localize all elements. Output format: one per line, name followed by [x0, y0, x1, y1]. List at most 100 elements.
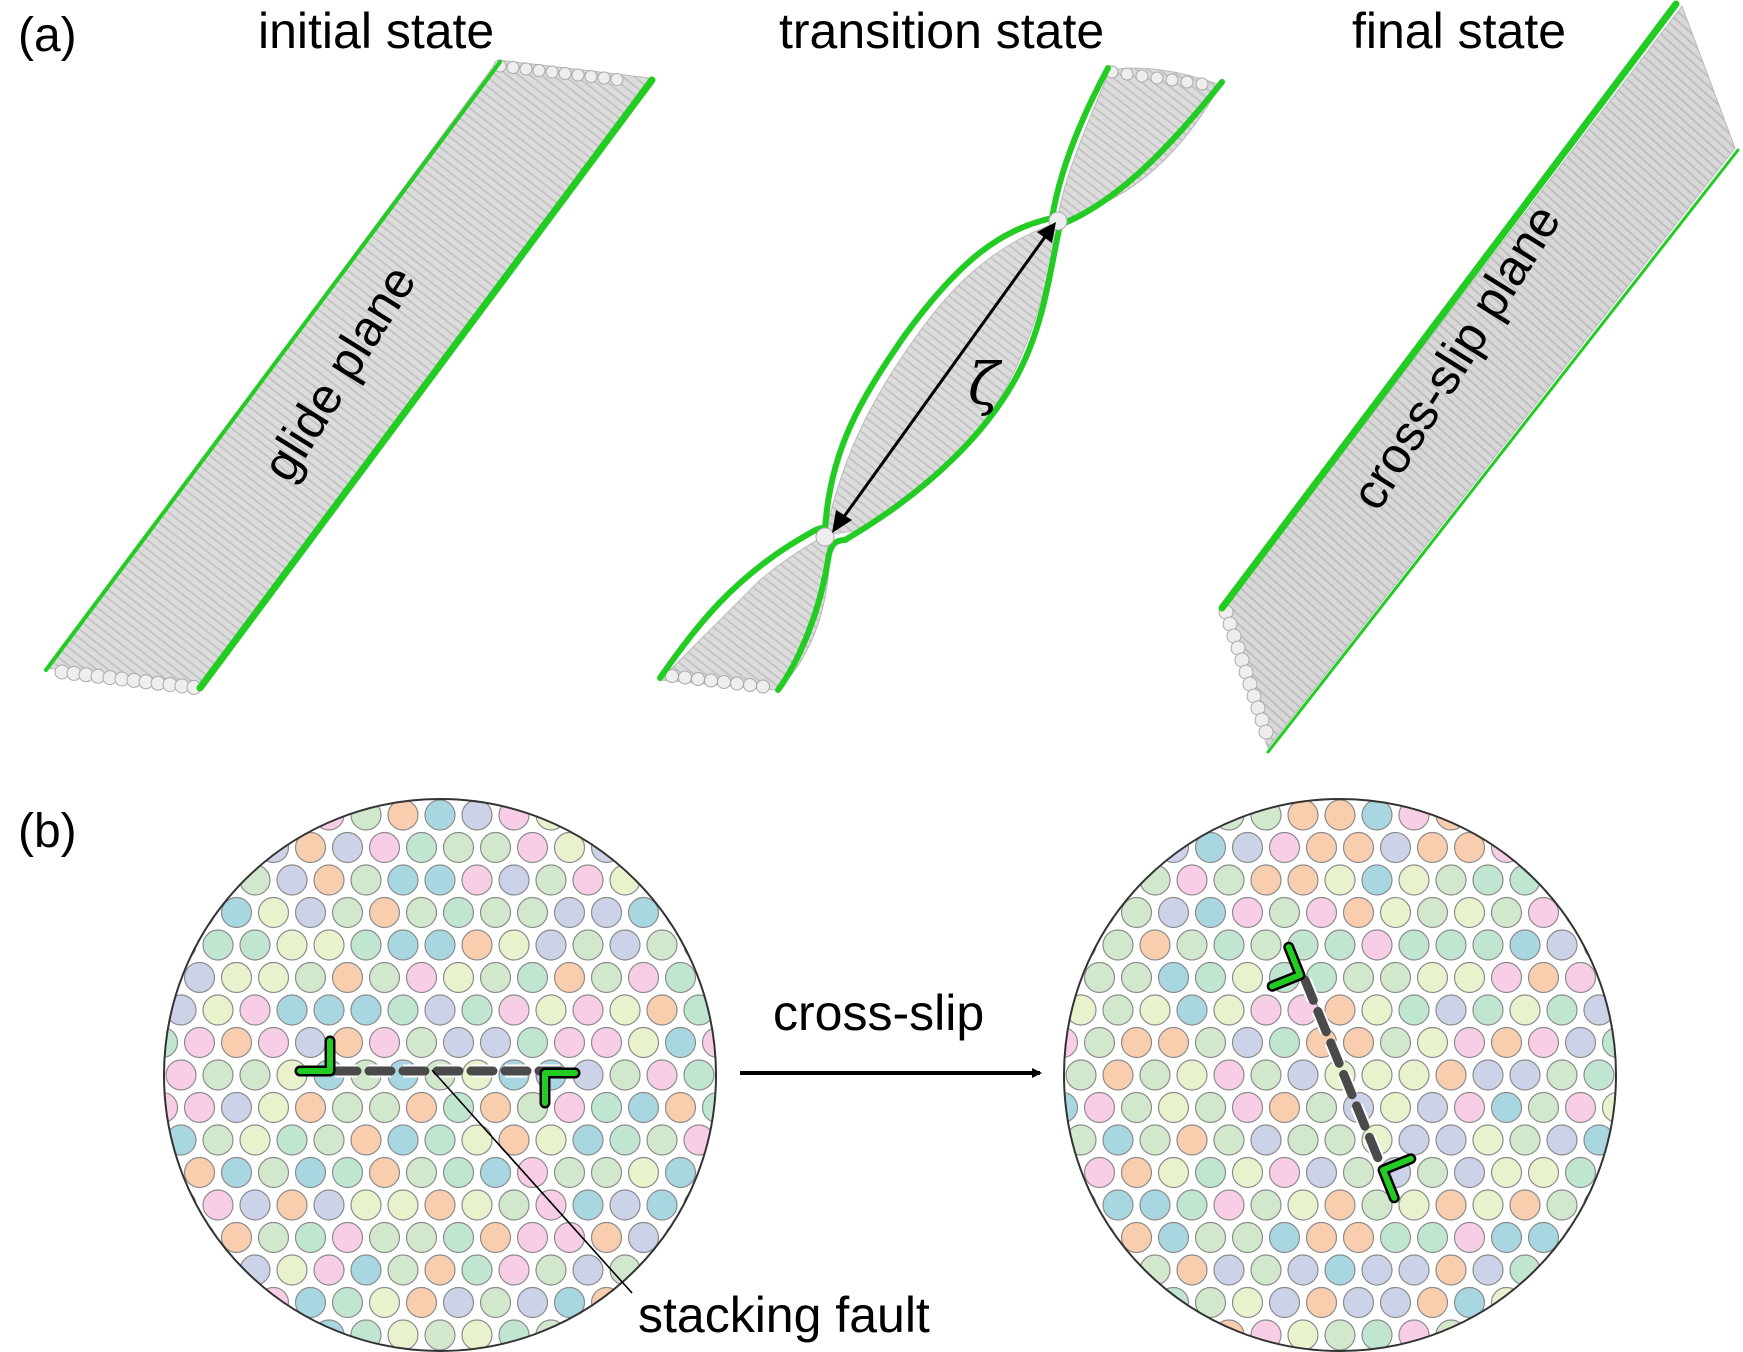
lattice-atom: [1102, 1254, 1134, 1286]
lattice-atom: [627, 1221, 660, 1254]
lattice-atom: [646, 929, 678, 961]
lattice-atom: [313, 1189, 345, 1221]
lattice-atom: [294, 1286, 327, 1319]
lattice-atom: [276, 1189, 308, 1221]
lattice-atom: [220, 1026, 253, 1059]
lattice-atom: [1398, 1059, 1430, 1091]
lattice-atom: [516, 896, 549, 929]
lattice-atom: [257, 1156, 290, 1189]
lattice-atom: [1287, 1189, 1319, 1221]
atom-end-cap: [1150, 71, 1164, 85]
lattice-atom: [1527, 1026, 1560, 1059]
lattice-atom: [1361, 864, 1393, 896]
lattice-atom: [1509, 929, 1541, 961]
lattice-atom: [1065, 1124, 1097, 1156]
lattice-atom: [609, 929, 641, 961]
lattice-atom: [1324, 1124, 1356, 1156]
lattice-atom: [1435, 1319, 1467, 1351]
lattice-atom: [1102, 1059, 1134, 1091]
lattice-atom: [1176, 1319, 1208, 1351]
lattice-atom: [498, 1319, 530, 1351]
lattice-atom: [1231, 961, 1264, 994]
lattice-atom: [572, 1124, 604, 1156]
lattice-atom: [424, 929, 456, 961]
lattice-atom: [1342, 896, 1375, 929]
lattice-atom: [664, 1156, 697, 1189]
lattice-atom: [1213, 1319, 1245, 1351]
lattice-atom: [387, 1124, 419, 1156]
cross-slip-arrow-label: cross-slip: [773, 985, 985, 1041]
lattice-atom: [1250, 1059, 1282, 1091]
lattice-atom: [183, 1091, 216, 1124]
constriction-length-arrow: [832, 222, 1056, 533]
lattice-atom: [1250, 1189, 1282, 1221]
lattice-atom: [387, 1319, 419, 1351]
lattice-atom: [202, 1189, 234, 1221]
atom-end-cap: [730, 676, 744, 691]
lattice-atom: [442, 831, 475, 864]
lattice-atom: [1120, 961, 1153, 994]
partial-dislocation-line: [44, 60, 502, 672]
lattice-atom: [1194, 961, 1227, 994]
lattice-atom: [239, 994, 271, 1026]
lattice-atom: [313, 1319, 345, 1351]
lattice-atom: [1231, 831, 1264, 864]
lattice-atom: [1398, 994, 1430, 1026]
lattice-atom: [1453, 1221, 1486, 1254]
lattice-atom: [1453, 1156, 1486, 1189]
lattice-atom: [609, 1059, 641, 1091]
lattice-atom: [1176, 1059, 1208, 1091]
lattice-atom: [164, 1091, 179, 1124]
lattice-atom: [183, 1026, 216, 1059]
lattice-atom: [1416, 1026, 1449, 1059]
partial-dislocation-line: [775, 79, 1225, 693]
lattice-atom: [1139, 1189, 1171, 1221]
lattice-atom: [1435, 1124, 1467, 1156]
lattice-atom: [664, 1026, 697, 1059]
final-state-title: final state: [1352, 3, 1567, 59]
lattice-atom: [368, 961, 401, 994]
lattice-atom: [1287, 1319, 1319, 1351]
lattice-atom: [572, 1254, 604, 1286]
symbol-core: [297, 1038, 333, 1074]
lattice-atom: [1435, 1189, 1467, 1221]
lattice-atom: [1268, 1026, 1301, 1059]
lattice-atom: [683, 994, 715, 1026]
lattice-atom: [1064, 961, 1079, 994]
lattice-atom: [257, 1026, 290, 1059]
lattice-atom: [405, 1026, 438, 1059]
lattice-atom: [1213, 864, 1245, 896]
lattice-atom: [1157, 896, 1190, 929]
lattice-atom: [1213, 1124, 1245, 1156]
lattice-atom: [627, 1091, 660, 1124]
lattice-atom: [479, 1026, 512, 1059]
atom-end-cap: [756, 679, 770, 694]
lattice-atom: [701, 961, 716, 994]
lattice-atom: [1194, 1286, 1227, 1319]
lattice-atom: [1065, 1059, 1097, 1091]
atom-end-cap: [691, 672, 705, 686]
lattice-atom: [627, 896, 660, 929]
lattice-atom: [424, 1319, 456, 1351]
partial-dislocation-line: [1266, 148, 1740, 754]
lattice-atom: [1176, 1189, 1208, 1221]
lattice-atom: [1139, 929, 1171, 961]
lattice-atom: [1324, 1319, 1356, 1351]
lattice-atom: [276, 1124, 308, 1156]
lattice-atom: [239, 929, 271, 961]
lattice-atom: [331, 1156, 364, 1189]
lattice-atom: [1305, 1091, 1338, 1124]
lattice-atom: [444, 768, 474, 798]
lattice-atom: [1176, 929, 1208, 961]
lattice-atom: [368, 1156, 401, 1189]
lattice-atom: [1398, 1189, 1430, 1221]
lattice-atom: [276, 799, 308, 831]
lattice-atom: [609, 1189, 641, 1221]
lattice-atom: [405, 896, 438, 929]
lattice-atom: [646, 1189, 678, 1221]
atom-end-cap: [506, 61, 520, 74]
lattice-atom: [1472, 1124, 1504, 1156]
lattice-atom: [1564, 1026, 1597, 1059]
lattice-atom: [442, 1091, 475, 1124]
lattice-atom: [1342, 1156, 1375, 1189]
